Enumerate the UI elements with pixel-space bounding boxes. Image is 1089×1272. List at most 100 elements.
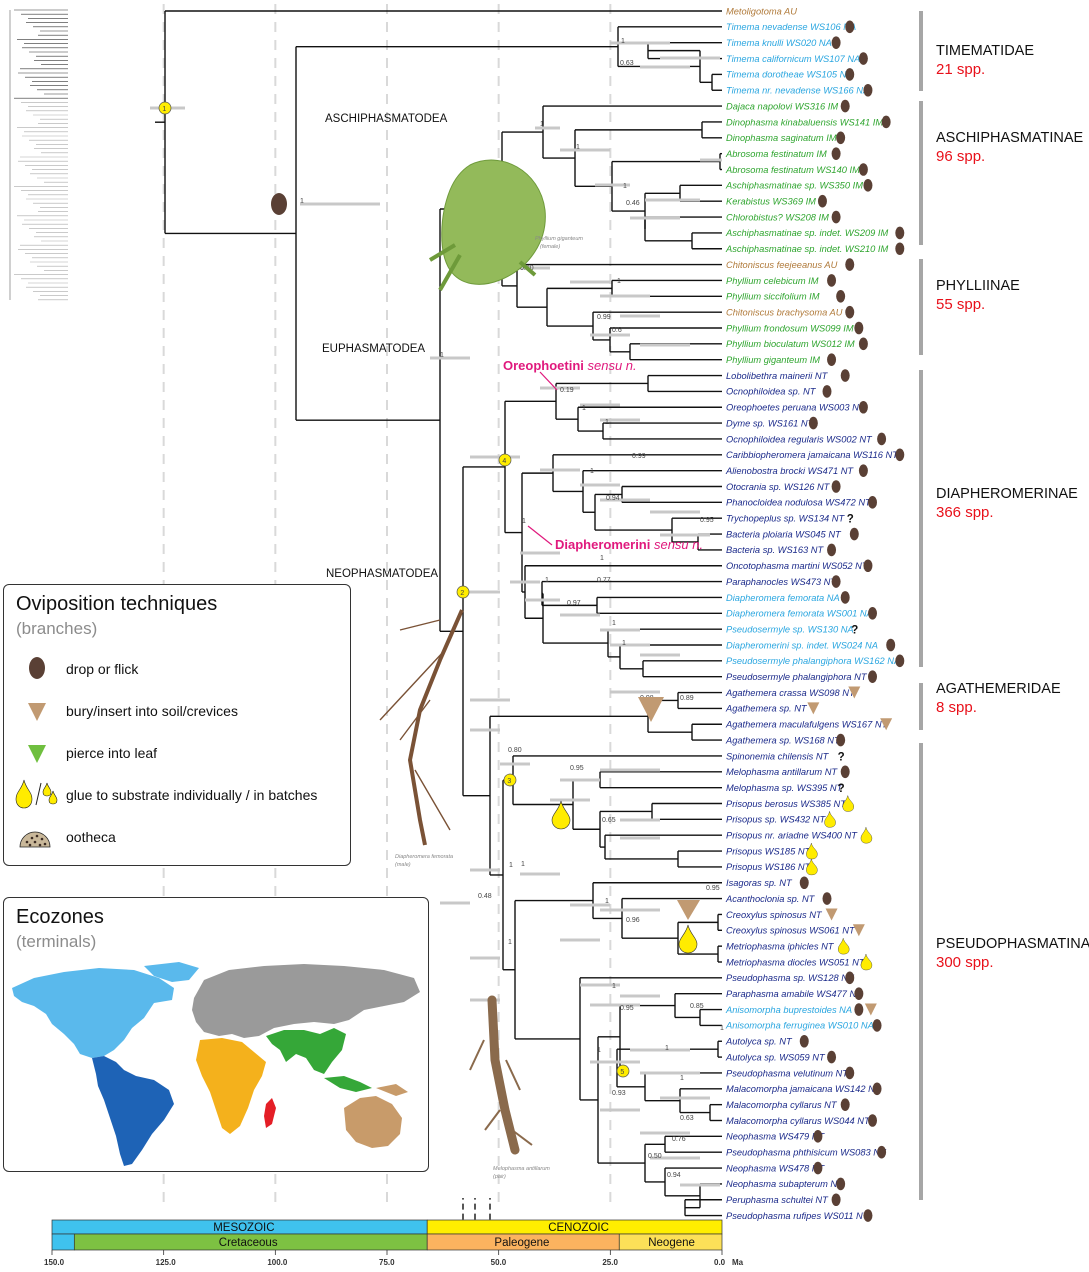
- tip-label: Dajaca napolovi WS316 IM: [726, 101, 838, 111]
- glue-icon: [15, 779, 58, 809]
- bury-icon: [638, 697, 664, 722]
- drop-icon: [858, 400, 868, 414]
- legend-item-pierce: pierce into leaf: [66, 745, 158, 761]
- tip-label: Neophasma subapterum NT: [726, 1179, 844, 1189]
- drop-icon: [831, 147, 841, 160]
- drop-icon: [858, 52, 868, 65]
- glue-icon: [837, 938, 850, 955]
- ecozones-legend: Ecozones (terminals): [3, 897, 429, 1172]
- photo-caption: Phyllium giganteum: [535, 236, 583, 242]
- drop-icon: [854, 321, 864, 335]
- tip-label: Alienobostra brocki WS471 NT: [725, 466, 854, 476]
- melophasma-legs: [469, 1039, 533, 1146]
- support-value: 1: [623, 183, 627, 190]
- family-name: TIMEMATIDAE: [936, 43, 1034, 59]
- bury-icon: [677, 900, 700, 920]
- support-value: 1: [612, 620, 616, 627]
- unknown-icon: ?: [851, 625, 858, 637]
- support-value: 0.95: [706, 885, 720, 892]
- support-value: 0.76: [672, 1136, 686, 1143]
- drop-icon: [840, 369, 850, 382]
- node-number: 1: [162, 106, 166, 113]
- family-name: AGATHEMERIDAE: [936, 681, 1061, 697]
- drop-icon: [872, 1082, 882, 1096]
- support-value: 1: [605, 898, 609, 905]
- support-value: 0.65: [602, 817, 616, 824]
- support-value: 0.95: [700, 517, 714, 524]
- support-value: 0.46: [626, 200, 640, 207]
- drop-icon: [895, 654, 905, 668]
- tip-label: Acanthoclonia sp. NT: [725, 894, 816, 904]
- world-map: [12, 962, 420, 1166]
- drop-icon: [849, 527, 859, 541]
- map-palearctic: [192, 964, 420, 1038]
- support-value: 1: [612, 983, 616, 990]
- node-marker: [503, 773, 517, 787]
- node-number: 3: [507, 778, 511, 785]
- family-species-count: 21 spp.: [936, 61, 985, 78]
- support-value: 0.96: [626, 917, 640, 924]
- unknown-icon: ?: [847, 514, 854, 526]
- drop-icon: [886, 638, 896, 652]
- tip-label: Paraphanocles WS473 NT: [726, 577, 837, 587]
- ootheca-icon: [19, 831, 51, 848]
- tip-label: Caribbiopheromera jamaicana WS116 NT: [726, 450, 899, 460]
- legend-item-glue: glue to substrate individually / in batc…: [66, 787, 318, 803]
- support-value: 0.50: [648, 1153, 662, 1160]
- tip-label: Diapheromerini sp. indet. WS024 NA: [726, 640, 878, 650]
- drop-icon: [895, 226, 905, 240]
- drop-icon: [858, 163, 868, 176]
- tip-label: Oncotophasma martini WS052 NT: [726, 561, 869, 571]
- tip-label: Chitoniscus feejeeanus AU: [726, 260, 838, 270]
- drop-icon: [831, 575, 841, 588]
- ecozones-legend-title: Ecozones: [16, 906, 104, 928]
- family-species-count: 96 spp.: [936, 148, 985, 165]
- map-australasia: [344, 1084, 408, 1148]
- tip-label: Prisopus WS186 NT: [726, 862, 812, 872]
- tip-label: Kerabistus WS369 IM: [726, 197, 816, 207]
- era-label: CENOZOIC: [548, 1222, 609, 1234]
- family-species-count: 55 spp.: [936, 296, 985, 313]
- tip-label: Isagoras sp. NT: [726, 878, 793, 888]
- tip-label: Malacomorpha cyllarus NT: [726, 1100, 838, 1110]
- support-value: 0.99: [597, 314, 611, 321]
- tip-label: Chitoniscus brachysoma AU: [726, 307, 843, 317]
- tip-label: Phyllium bioculatum WS012 IM: [726, 339, 855, 349]
- drop-icon: [822, 385, 832, 398]
- unknown-icon: ?: [838, 783, 845, 795]
- period-label: Cretaceous: [219, 1237, 278, 1249]
- tip-label: Creoxylus spinosus NT: [726, 910, 823, 920]
- legend-item-drop: drop or flick: [66, 661, 139, 677]
- tip-label: Phyllium frondosum WS099 IM: [726, 323, 854, 333]
- drop-icon: [836, 290, 846, 303]
- drop-icon: [868, 670, 877, 683]
- tip-label: Diapheromera femorata NA: [726, 593, 840, 603]
- support-value: 1: [617, 278, 621, 285]
- drop-icon: [799, 876, 809, 890]
- drop-icon: [836, 733, 846, 747]
- tip-label: Agathemera sp. WS168 NT: [725, 735, 841, 745]
- ecozones-legend-subtitle: (terminals): [16, 932, 97, 951]
- tip-label: Otocrania sp. WS126 NT: [726, 482, 831, 492]
- tip-label: Abrosoma festinatum WS140 IM: [725, 165, 860, 175]
- period-label: Paleogene: [494, 1237, 549, 1249]
- drop-icon: [836, 131, 846, 145]
- tip-label: Oreophoetes peruana WS003 NT: [726, 403, 866, 413]
- tip-label: Prisopus WS185 NT: [726, 846, 812, 856]
- drop-icon: [863, 559, 873, 573]
- drop-icon: [858, 337, 868, 351]
- support-value: 1: [665, 1045, 669, 1052]
- drop-icon: [813, 1130, 823, 1143]
- support-value: 0.6: [612, 327, 622, 334]
- family-name: PSEUDOPHASMATINAE: [936, 936, 1089, 952]
- bury-icon: [28, 703, 46, 721]
- oviposition-legend-subtitle: (branches): [16, 619, 98, 638]
- drop-icon: [840, 765, 850, 779]
- tip-label: Pseudophasma rufipes WS011 NT: [726, 1211, 870, 1221]
- support-value: 1: [680, 1075, 684, 1082]
- annotation-sensu: sensu n.: [588, 358, 637, 373]
- axis-tick-label: 25.0: [602, 1258, 618, 1267]
- map-madagascar: [264, 1098, 276, 1128]
- tip-label: Anisomorpha ferruginea WS010 NA: [725, 1021, 874, 1031]
- tip-label: Paraphasma amabile WS477 NT: [726, 989, 863, 999]
